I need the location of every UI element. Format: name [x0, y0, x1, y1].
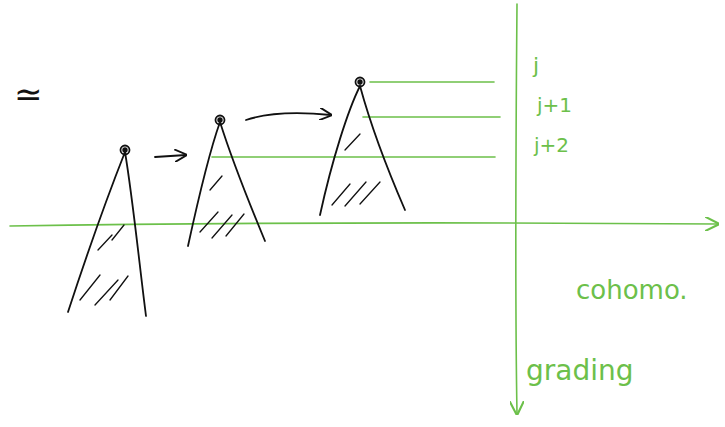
grading-axis [516, 4, 517, 414]
cone [188, 122, 265, 246]
cone [320, 86, 405, 215]
hatching [332, 134, 380, 206]
axis-label: grading [526, 356, 634, 387]
axes [10, 4, 718, 414]
hatching [80, 225, 128, 305]
apex-dot [356, 78, 365, 87]
axis-label: cohomo. [576, 276, 688, 305]
cone [68, 152, 146, 316]
apex-dot [218, 118, 222, 122]
equivalence-symbol: ≃ [14, 76, 43, 113]
map-arrow [155, 155, 186, 157]
grading-level: j [533, 54, 539, 78]
grading-level: j+1 [537, 94, 572, 116]
level-line [370, 81, 494, 83]
level-line [212, 156, 495, 158]
apex-dot [358, 80, 362, 84]
apex-dot [216, 116, 225, 125]
apex-dot [121, 146, 130, 155]
grading-level: j+2 [534, 134, 569, 156]
cohomology-axis [10, 223, 718, 226]
cones [68, 78, 405, 317]
map-arrow [246, 113, 331, 120]
hatching [200, 176, 244, 238]
level-line [363, 116, 500, 118]
apex-dot [123, 148, 127, 152]
